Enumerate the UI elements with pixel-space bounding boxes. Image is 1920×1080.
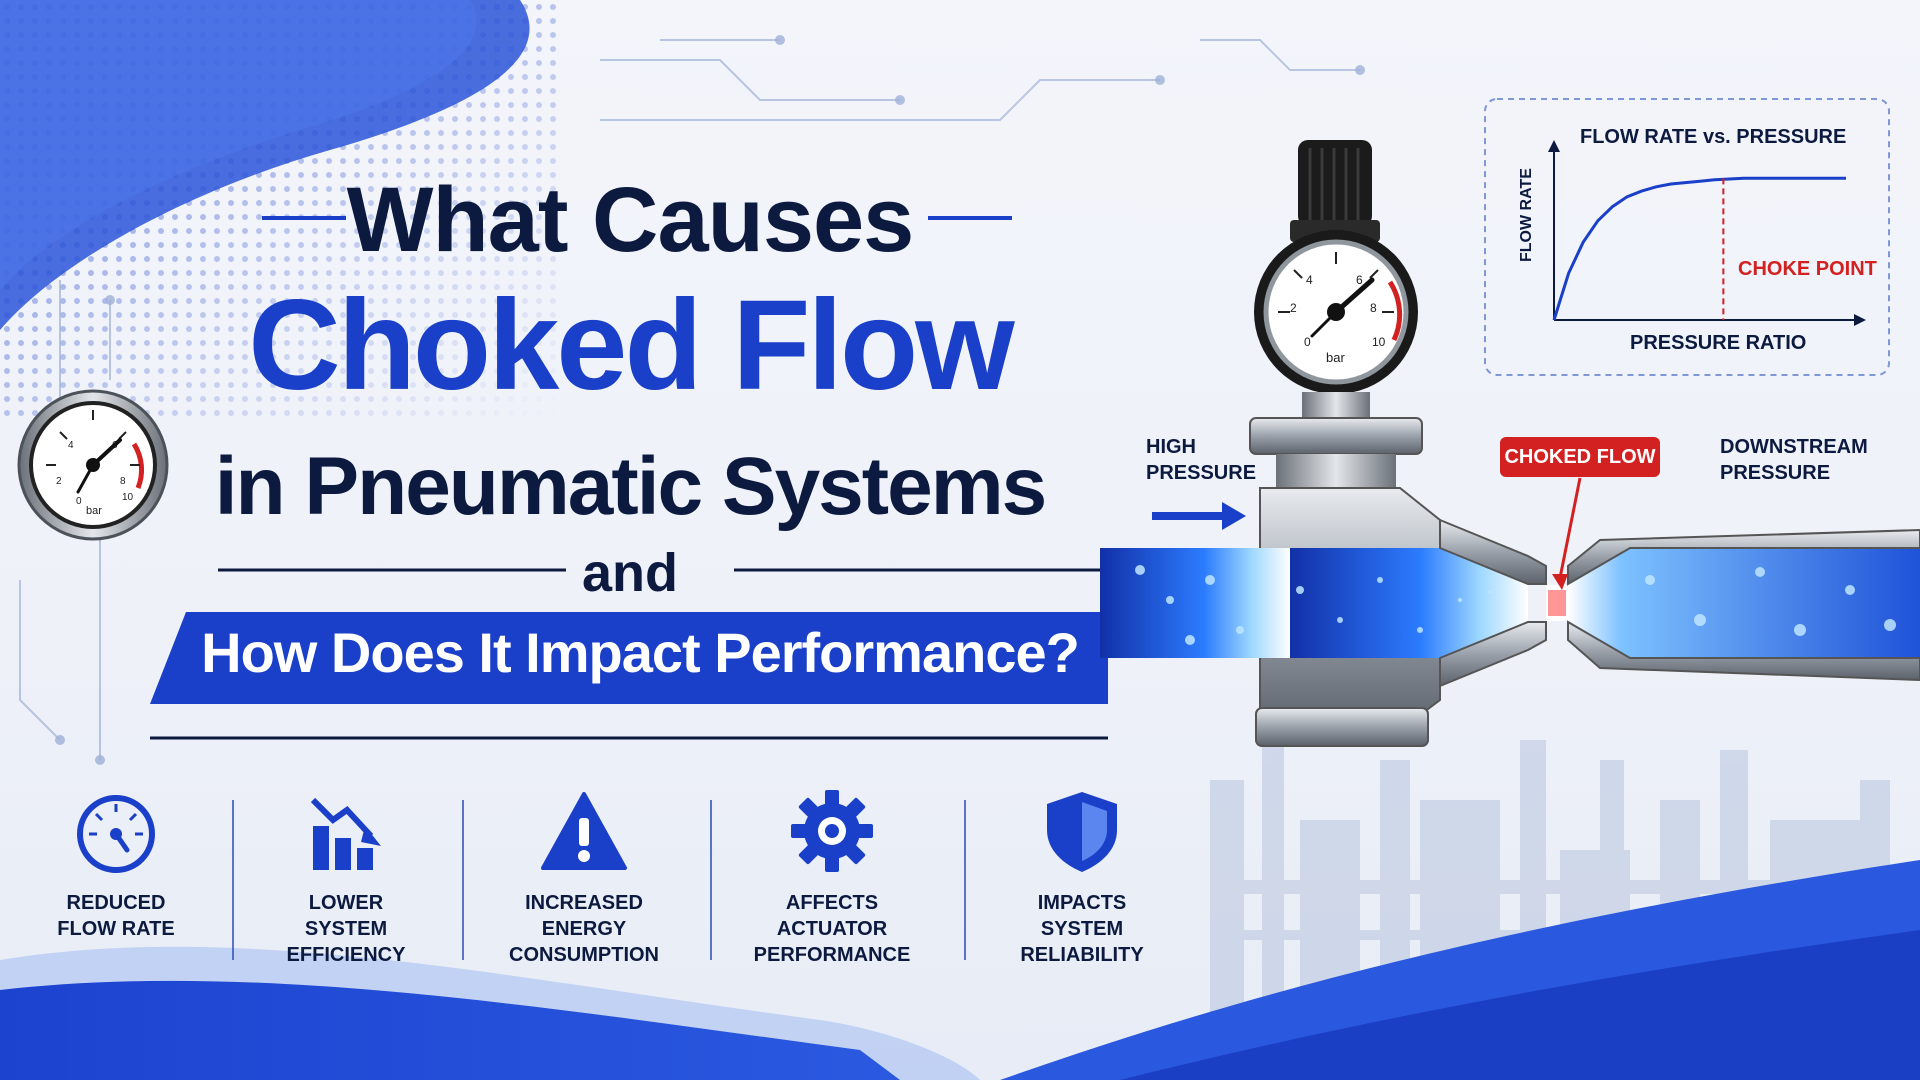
choked-flow-badge: CHOKED FLOW [1500,437,1660,477]
left-pressure-gauge: 4 6 2 8 10 0 bar [17,389,169,541]
left-gauge-unit: bar [86,505,102,517]
left-gauge-tick: 10 [122,492,134,503]
regulator-gauge-tick: 0 [1304,335,1311,349]
warning-triangle-icon [541,792,627,870]
chart-x-label: PRESSURE RATIO [1630,332,1807,354]
left-gauge-tick: 4 [68,440,74,451]
headline-line-3: in Pneumatic Systems [214,441,1047,532]
chart-y-label: FLOW RATE [1518,168,1535,262]
left-gauge-tick: 2 [56,476,62,487]
left-gauge-tick: 8 [120,476,126,487]
feature-text-line: ENERGY [541,918,627,940]
feature-text-line: LOWER [308,892,384,914]
feature-text-line: RELIABILITY [1020,944,1144,966]
downstream-label: DOWNSTREAM PRESSURE [1720,434,1868,486]
shield-icon [1047,792,1117,872]
feature-increased-energy: INCREASED ENERGY CONSUMPTION [474,786,694,968]
upstream-label: HIGH PRESSURE [1146,434,1256,486]
feature-text-line: AFFECTS [785,892,879,914]
upstream-label-line: PRESSURE [1146,462,1257,484]
feature-actuator-performance: AFFECTS ACTUATOR PERFORMANCE [722,786,942,968]
headline-line-1: What Causes [346,169,915,271]
regulator-gauge-tick: 4 [1306,273,1313,287]
downstream-label-line: PRESSURE [1720,462,1831,484]
chart-title: FLOW RATE vs. PRESSURE [1580,126,1847,148]
declining-bar-chart-icon [310,797,381,870]
regulator-gauge-tick: 10 [1372,335,1386,349]
feature-reduced-flow-rate: REDUCED FLOW RATE [6,786,226,942]
feature-text-line: REDUCED [66,892,166,914]
chart-choke-annotation: CHOKE POINT [1738,258,1877,280]
left-gauge-tick: 0 [76,496,82,507]
regulator-gauge-unit: bar [1326,350,1345,365]
banner-subtitle: How Does It Impact Performance? [201,621,1080,684]
feature-text-line: CONSUMPTION [509,944,659,966]
feature-text: IMPACTS SYSTEM RELIABILITY [972,890,1192,968]
feature-text-line: SYSTEM [304,918,388,940]
choked-flow-pointer [1558,477,1582,579]
flow-pressure-chart [1484,98,1890,376]
feature-text-line: INCREASED [525,892,643,914]
feature-text-line: FLOW RATE [57,918,175,940]
chart-series-line [1552,176,1846,321]
banner-ribbon [150,612,1108,704]
gear-icon [791,790,873,872]
downstream-label-line: DOWNSTREAM [1720,436,1868,458]
feature-text-line: SYSTEM [1040,918,1124,940]
speedometer-icon [77,795,155,873]
feature-lower-efficiency: LOWER SYSTEM EFFICIENCY [236,786,456,968]
feature-text: REDUCED FLOW RATE [6,890,226,942]
feature-system-reliability: IMPACTS SYSTEM RELIABILITY [972,786,1192,968]
headline-line-2: Choked Flow [248,274,1014,417]
feature-text-line: IMPACTS [1037,892,1127,914]
upstream-label-line: HIGH [1146,436,1196,458]
feature-divider [232,800,234,960]
regulator-gauge-tick: 6 [1356,273,1363,287]
feature-text: LOWER SYSTEM EFFICIENCY [236,890,456,968]
chart-x-axis-arrow [1854,314,1866,326]
feature-text-line: ACTUATOR [776,918,888,940]
feature-text-line: PERFORMANCE [753,944,911,966]
feature-divider [710,800,712,960]
feature-divider [462,800,464,960]
feature-text: INCREASED ENERGY CONSUMPTION [474,890,694,968]
chart-y-axis-arrow [1548,140,1560,152]
regulator-gauge-tick: 8 [1370,301,1377,315]
regulator-gauge-tick: 2 [1290,301,1297,315]
headline-connector: and [581,543,678,603]
feature-text-line: EFFICIENCY [286,944,406,966]
feature-text: AFFECTS ACTUATOR PERFORMANCE [722,890,942,968]
feature-divider [964,800,966,960]
